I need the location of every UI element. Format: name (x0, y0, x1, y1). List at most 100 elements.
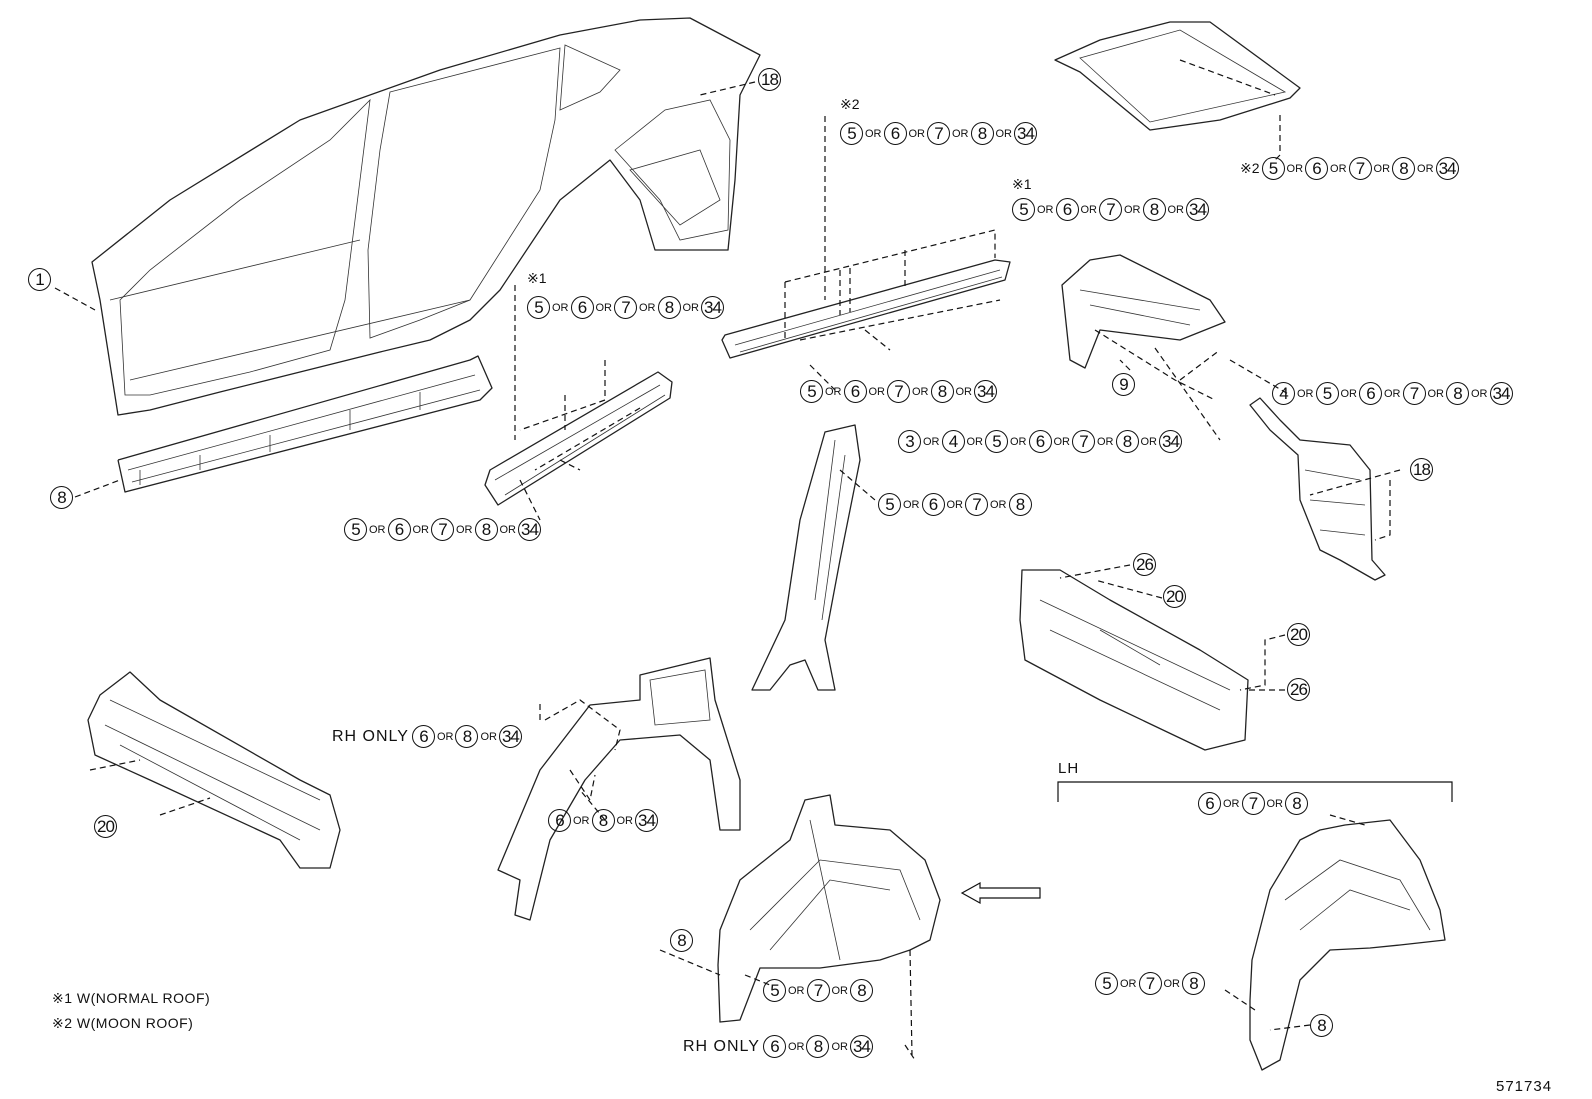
quarter-inner-panel (1249, 397, 1386, 581)
leader-lines (54, 59, 1401, 1061)
part-number-circle: 1 (28, 268, 51, 291)
part-number-circle: 5 (1012, 198, 1035, 221)
note-mark-1-roof: ※1 (1012, 176, 1032, 192)
part-number-circle: 8 (1008, 493, 1032, 516)
or-label: OR (1140, 435, 1158, 448)
or-label: OR (1297, 387, 1314, 400)
or-label: OR (1053, 435, 1071, 448)
part-number-circle: 18 (758, 68, 781, 91)
part-number-circle: 8 (1115, 430, 1139, 453)
or-label: OR (995, 127, 1013, 140)
part-number-circle: 6 (411, 725, 435, 748)
rh-only-label: RH ONLY (683, 1037, 760, 1055)
callout-part-9: 9 (1112, 373, 1135, 396)
wheel-house-arch (497, 657, 741, 921)
or-label: OR (1286, 162, 1304, 175)
or-label: OR (912, 385, 929, 398)
callout-part-8-center: 8 (670, 929, 693, 952)
part-number-circle: 7 (1241, 792, 1265, 815)
part-number-circle: 5 (878, 493, 901, 516)
part-number-circle: 4 (941, 430, 965, 453)
or-label: OR (1340, 387, 1358, 400)
part-number-circle: 8 (806, 1035, 830, 1058)
or-label: OR (1266, 797, 1284, 810)
or-label: OR (1373, 162, 1391, 175)
part-number-circle: 34 (518, 518, 541, 541)
or-label: OR (952, 127, 969, 140)
or-label: OR (616, 814, 634, 827)
part-number-circle: 34 (701, 296, 724, 319)
note-mark-2-sunroof: ※2 (1240, 160, 1260, 176)
or-label: OR (1417, 162, 1434, 175)
part-number-circle: 7 (1138, 972, 1162, 995)
part-number-circle: 8 (930, 380, 954, 403)
part-number-circle: 26 (1287, 678, 1310, 701)
footnote-moon-roof: ※2 W(MOON ROOF) (52, 1015, 194, 1031)
or-label: OR (923, 435, 940, 448)
part-number-circle: 5 (1315, 382, 1339, 405)
part-number-circle: 34 (974, 380, 997, 403)
sunroof-frame (1054, 21, 1301, 131)
lh-wheel-house (1249, 819, 1446, 1071)
part-number-circle: 7 (431, 518, 454, 541)
arrow-left-icon (960, 881, 1041, 905)
part-number-circle: 8 (1392, 157, 1416, 180)
part-number-circle: 7 (1348, 157, 1372, 180)
footnote-normal-roof: ※1 W(NORMAL ROOF) (52, 990, 211, 1006)
part-number-circle: 8 (455, 725, 479, 748)
or-label: OR (552, 301, 569, 314)
or-label: OR (946, 498, 964, 511)
callout-part-20-right: 20 (1287, 623, 1310, 646)
part-number-circle: 5 (527, 296, 550, 319)
roof-rail-center (721, 259, 1011, 359)
part-number-circle: 7 (927, 122, 950, 145)
roof-rail-front (484, 371, 673, 506)
body-side-outer-panel (91, 17, 761, 416)
rear-body-panel (1019, 569, 1249, 751)
part-number-circle: 8 (1310, 1014, 1333, 1037)
part-number-circle: 3 (898, 430, 921, 453)
or-label: OR (1330, 162, 1347, 175)
part-number-circle: 9 (1112, 373, 1135, 396)
part-number-circle: 5 (1261, 157, 1285, 180)
callout-part-26-right: 26 (1287, 678, 1310, 701)
or-label: OR (412, 523, 430, 536)
part-number-circle: 5 (344, 518, 367, 541)
or-label: OR (1120, 977, 1137, 990)
part-number-circle: 7 (965, 493, 988, 516)
or-label: OR (1037, 203, 1054, 216)
callout-part-8-rocker: 8 (50, 486, 73, 509)
part-number-circle: 5 (1095, 972, 1118, 995)
or-label: OR (1097, 435, 1114, 448)
part-number-circle: 8 (1446, 382, 1469, 405)
lh-bracket (1057, 781, 1453, 802)
or-label: OR (639, 301, 656, 314)
rear-wheel-house-inner (717, 794, 941, 1023)
part-number-circle: 34 (1489, 382, 1513, 405)
part-number-circle: 34 (1186, 198, 1209, 221)
or-label: OR (1384, 387, 1401, 400)
part-number-circle: 34 (849, 1035, 873, 1058)
cowl-top-panel (87, 671, 341, 869)
callout-part-20-top: 20 (1163, 585, 1186, 608)
part-number-circle: 6 (921, 493, 945, 516)
part-number-circle: 8 (970, 122, 994, 145)
part-number-circle: 7 (887, 380, 910, 403)
part-number-circle: 8 (670, 929, 693, 952)
part-number-circle: 5 (985, 430, 1008, 453)
or-label: OR (1163, 977, 1181, 990)
part-number-circle: 8 (850, 979, 873, 1002)
part-number-circle: 7 (1099, 198, 1122, 221)
or-label: OR (955, 385, 973, 398)
part-number-circle: 34 (498, 725, 522, 748)
or-label: OR (595, 301, 613, 314)
or-label: OR (1080, 203, 1098, 216)
note-mark-1-front: ※1 (527, 270, 547, 286)
part-number-circle: 8 (1182, 972, 1205, 995)
